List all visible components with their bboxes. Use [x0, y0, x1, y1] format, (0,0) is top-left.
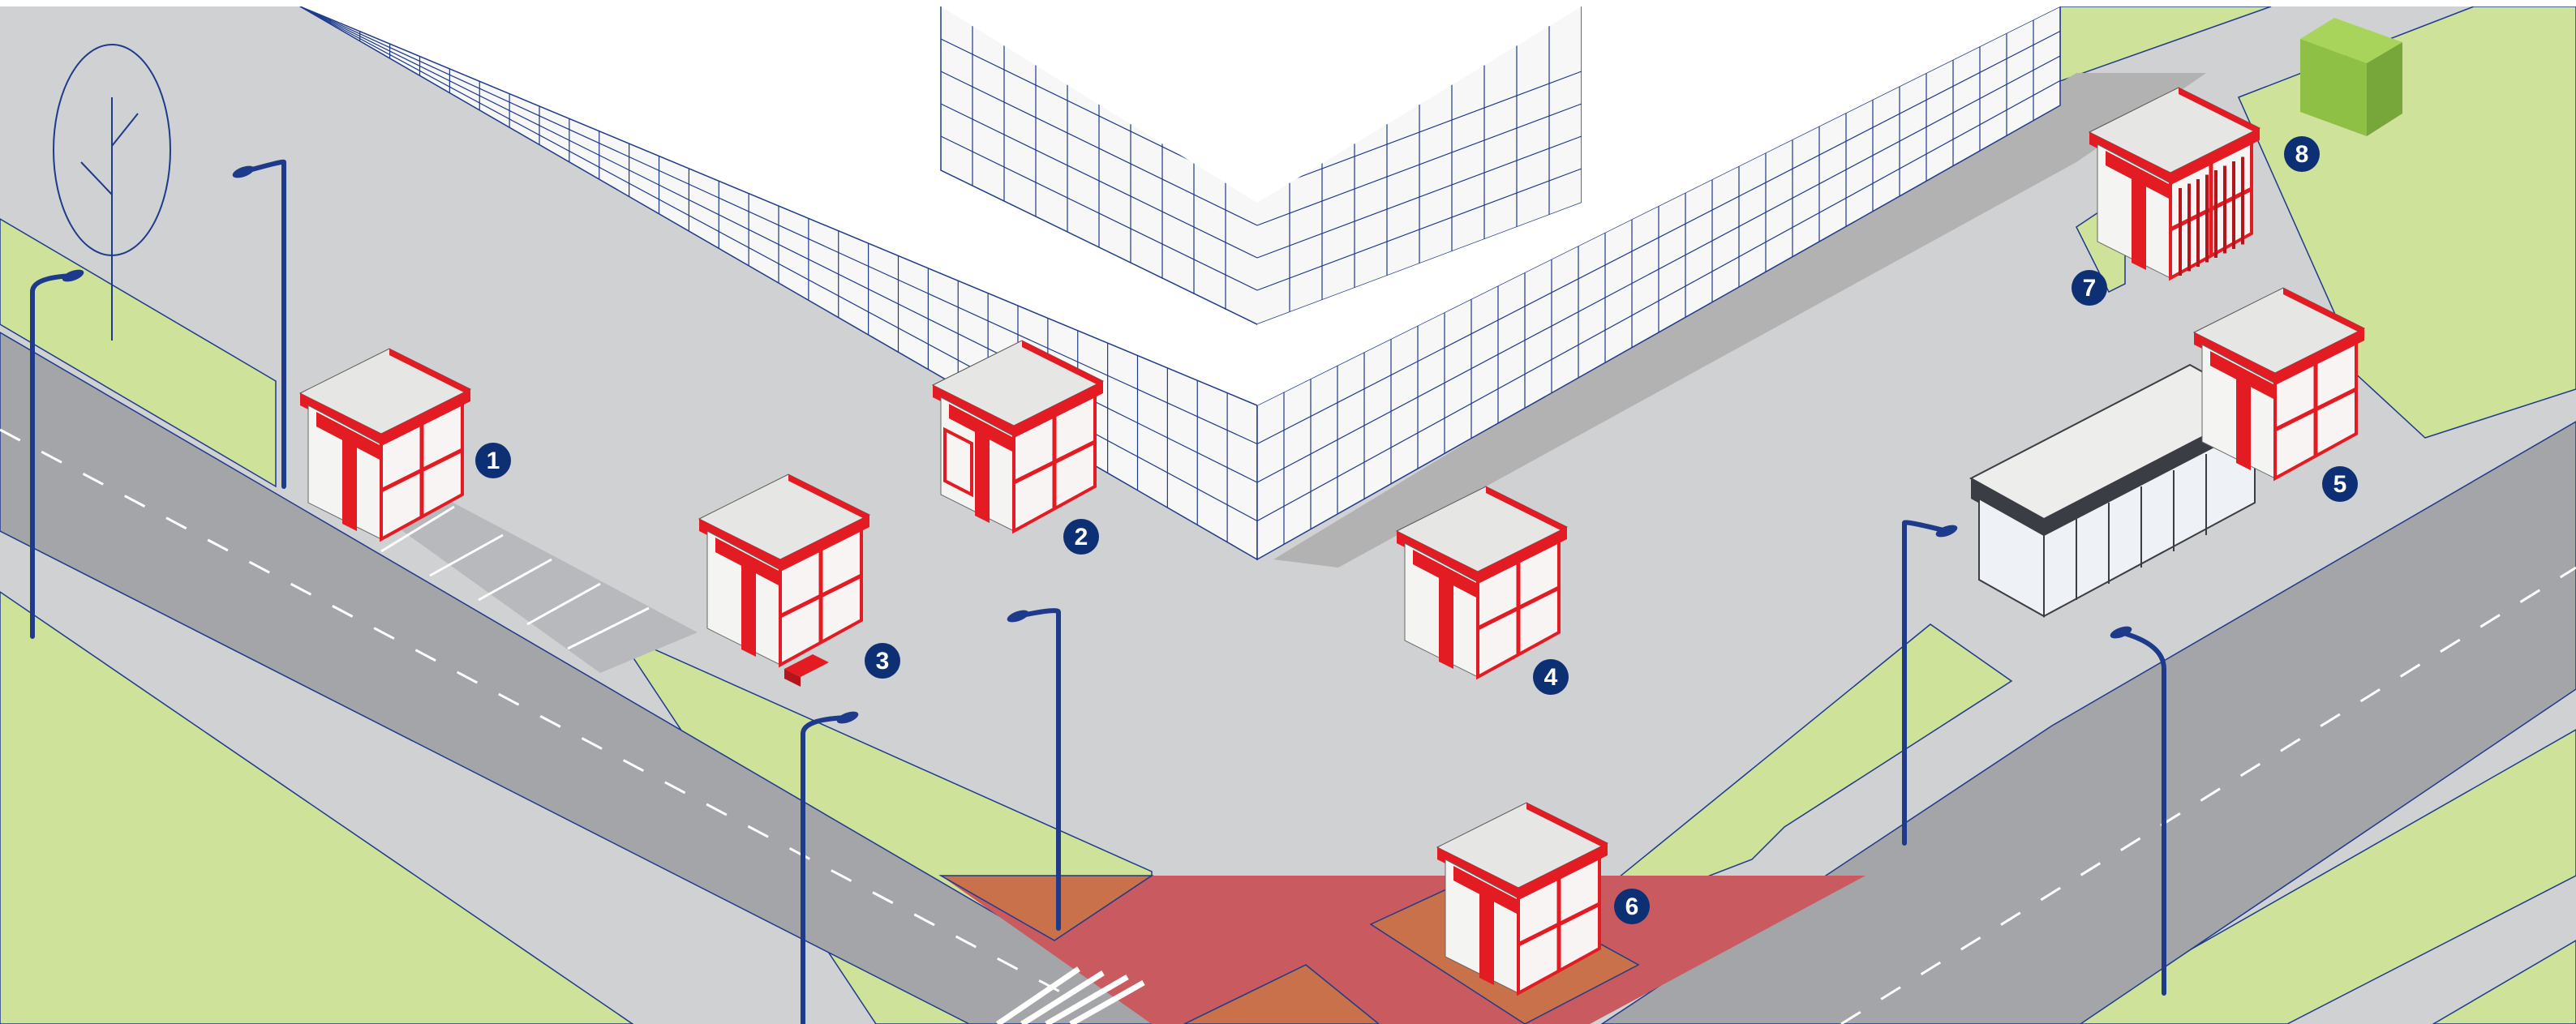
site-marker-label: 5	[2333, 471, 2347, 498]
site-marker-label: 7	[2083, 275, 2097, 302]
site-marker-2: 2	[1063, 519, 1099, 555]
site-marker-3: 3	[865, 643, 900, 679]
site-marker-8: 8	[2284, 136, 2320, 172]
site-marker-label: 1	[487, 448, 500, 474]
site-marker-5: 5	[2322, 466, 2358, 502]
site-marker-label: 2	[1075, 524, 1088, 551]
site-marker-label: 4	[1544, 664, 1558, 691]
site-marker-label: 6	[1625, 893, 1639, 920]
site-marker-label: 8	[2295, 141, 2309, 168]
site-marker-1: 1	[475, 443, 511, 478]
site-marker-4: 4	[1533, 659, 1569, 695]
site-marker-6: 6	[1614, 889, 1650, 924]
site-marker-label: 3	[876, 648, 890, 675]
site-marker-7: 7	[2072, 270, 2107, 306]
